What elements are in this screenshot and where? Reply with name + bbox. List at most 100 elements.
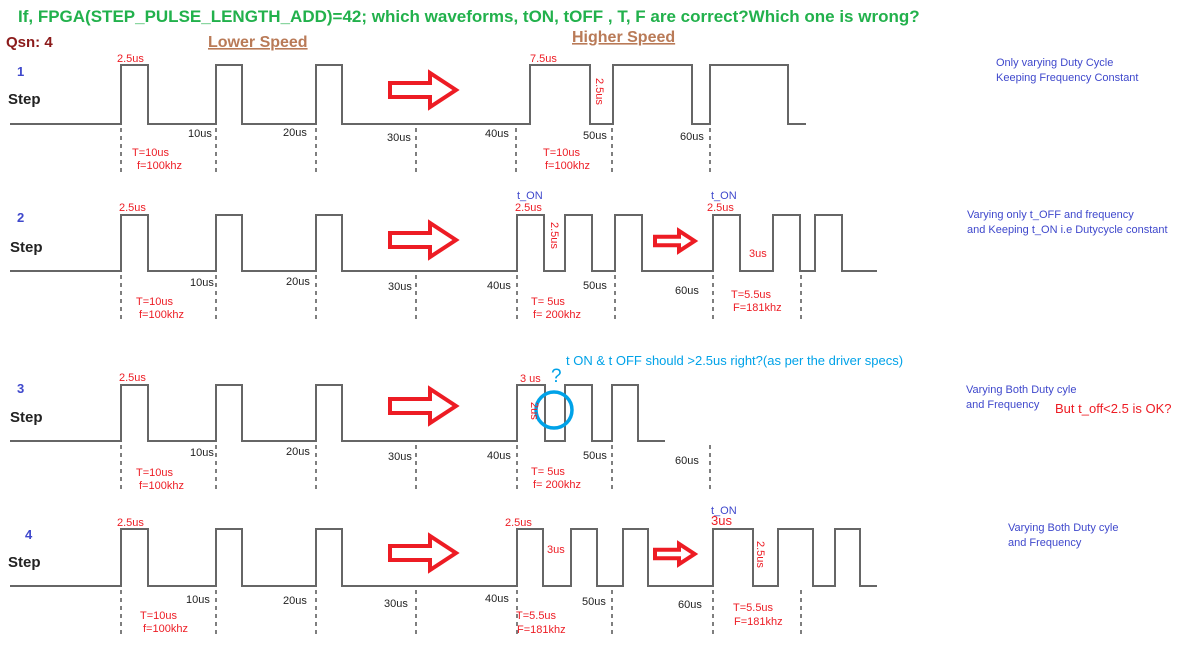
time-tick-label: 30us xyxy=(384,598,408,610)
step-label: Step xyxy=(10,409,43,426)
step-label: Step xyxy=(8,554,41,571)
period-label: T=10us xyxy=(136,296,173,308)
row-note: and Frequency xyxy=(966,399,1040,411)
ton-label: 3 us xyxy=(520,373,541,385)
time-tick-label: 50us xyxy=(583,450,607,462)
row-note: and Keeping t_ON i.e Dutycycle constant xyxy=(967,224,1168,236)
period-label: T=5.5us xyxy=(731,289,772,301)
period-label: T=5.5us xyxy=(516,610,557,622)
toff-label: 2us xyxy=(528,402,540,420)
toff-label: 3us xyxy=(547,544,565,556)
period-label: T=10us xyxy=(132,147,169,159)
step-label: Step xyxy=(8,91,41,108)
toff-label: 2.5us xyxy=(593,78,605,105)
time-tick-label: 10us xyxy=(186,594,210,606)
ton-label: 2.5us xyxy=(117,53,144,65)
time-tick-label: 30us xyxy=(388,281,412,293)
time-tick-label: 30us xyxy=(387,132,411,144)
row-number: 1 xyxy=(17,64,24,79)
row-4: 4 Step 2.5us T=10us f=100khz 2.5us 3us T… xyxy=(8,505,1118,636)
time-tick-label: 60us xyxy=(678,599,702,611)
ton-caption: t_ON xyxy=(711,505,737,517)
ton-label: 2.5us xyxy=(119,202,146,214)
time-tick-label: 10us xyxy=(188,128,212,140)
toff-label: 3us xyxy=(749,248,767,260)
ton-label: 3us xyxy=(711,513,732,528)
row-note: Only varying Duty Cycle xyxy=(996,57,1113,69)
time-tick-label: 20us xyxy=(286,446,310,458)
period-label: T=5.5us xyxy=(733,602,774,614)
ton-label: 2.5us xyxy=(117,517,144,529)
lower-speed-heading: Lower Speed xyxy=(208,34,308,51)
step-waveform xyxy=(10,214,877,272)
frequency-label: F=181khz xyxy=(733,302,782,314)
time-tick-label: 10us xyxy=(190,277,214,289)
time-tick-label: 30us xyxy=(388,451,412,463)
time-tick-label: 40us xyxy=(485,128,509,140)
highlight-circle xyxy=(534,390,574,430)
row-2: 2 Step 2.5us T=10us f=100khz t_ON 2.5us … xyxy=(10,190,1168,321)
spec-comment: t ON & t OFF should >2.5us right?(as per… xyxy=(566,353,903,368)
time-tick-label: 40us xyxy=(487,450,511,462)
right-arrow-icon xyxy=(653,227,699,255)
time-tick-label: 20us xyxy=(283,595,307,607)
frequency-label: F=181khz xyxy=(734,616,783,628)
frequency-label: f=100khz xyxy=(139,480,184,492)
toff-label: 2.5us xyxy=(754,541,766,568)
row-note: Varying Both Duty cyle xyxy=(966,384,1076,396)
step-waveform xyxy=(10,528,877,587)
row-3: 3 Step 2.5us T=10us f=100khz 3 us ? t ON… xyxy=(10,353,1171,492)
ton-label: 2.5us xyxy=(707,202,734,214)
row-number: 3 xyxy=(17,381,24,396)
row-1: 1 Step 2.5us T=10us f=100khz 7.5us 2.5us… xyxy=(8,53,1138,172)
ton-label: 2.5us xyxy=(505,517,532,529)
right-arrow-icon xyxy=(388,219,460,261)
ton-caption: t_ON xyxy=(517,190,543,202)
right-arrow-icon xyxy=(653,540,699,568)
time-tick-label: 60us xyxy=(675,285,699,297)
time-tick-label: 10us xyxy=(190,447,214,459)
row-note: Varying Both Duty cyle xyxy=(1008,522,1118,534)
ton-label: 2.5us xyxy=(515,202,542,214)
right-arrow-icon xyxy=(388,532,460,574)
frequency-label: f= 200khz xyxy=(533,309,581,321)
row-number: 2 xyxy=(17,210,24,225)
waveforms xyxy=(10,64,877,636)
question-number: Qsn: 4 xyxy=(6,34,53,51)
frequency-label: f= 200khz xyxy=(533,479,581,491)
period-label: T=10us xyxy=(136,467,173,479)
row-note: Keeping Frequency Constant xyxy=(996,72,1138,84)
time-tick-label: 40us xyxy=(485,593,509,605)
right-arrow-icon xyxy=(388,69,460,111)
time-tick-label: 20us xyxy=(286,276,310,288)
time-tick-label: 40us xyxy=(487,280,511,292)
toff-label: 2.5us xyxy=(548,222,560,249)
ton-caption: t_ON xyxy=(711,190,737,202)
period-label: T= 5us xyxy=(531,466,565,478)
time-tick-label: 50us xyxy=(583,130,607,142)
row-note: and Frequency xyxy=(1008,537,1082,549)
period-label: T=10us xyxy=(140,610,177,622)
row-note-question: But t_off<2.5 is OK? xyxy=(1055,401,1171,416)
frequency-label: F=181khz xyxy=(517,624,566,636)
frequency-label: f=100khz xyxy=(139,309,184,321)
higher-speed-heading: Higher Speed xyxy=(572,29,675,46)
step-waveform xyxy=(10,64,806,125)
time-ticks: 10us 20us 30us 40us 50us 60us 10us 20us 30us 40us… xyxy=(186,127,704,611)
period-label: T=10us xyxy=(543,147,580,159)
step-waveform xyxy=(10,384,665,442)
ton-label: 2.5us xyxy=(119,372,146,384)
time-tick-label: 50us xyxy=(583,280,607,292)
frequency-label: f=100khz xyxy=(545,160,590,172)
row-number: 4 xyxy=(25,527,33,542)
time-tick-label: 20us xyxy=(283,127,307,139)
question-title: If, FPGA(STEP_PULSE_LENGTH_ADD)=42; whic… xyxy=(18,7,920,26)
frequency-label: f=100khz xyxy=(143,623,188,635)
question-mark: ? xyxy=(551,366,562,387)
time-tick-label: 50us xyxy=(582,596,606,608)
step-label: Step xyxy=(10,239,43,256)
ton-label: 7.5us xyxy=(530,53,557,65)
right-arrow-icon xyxy=(388,385,460,427)
row-note: Varying only t_OFF and frequency xyxy=(967,209,1134,221)
